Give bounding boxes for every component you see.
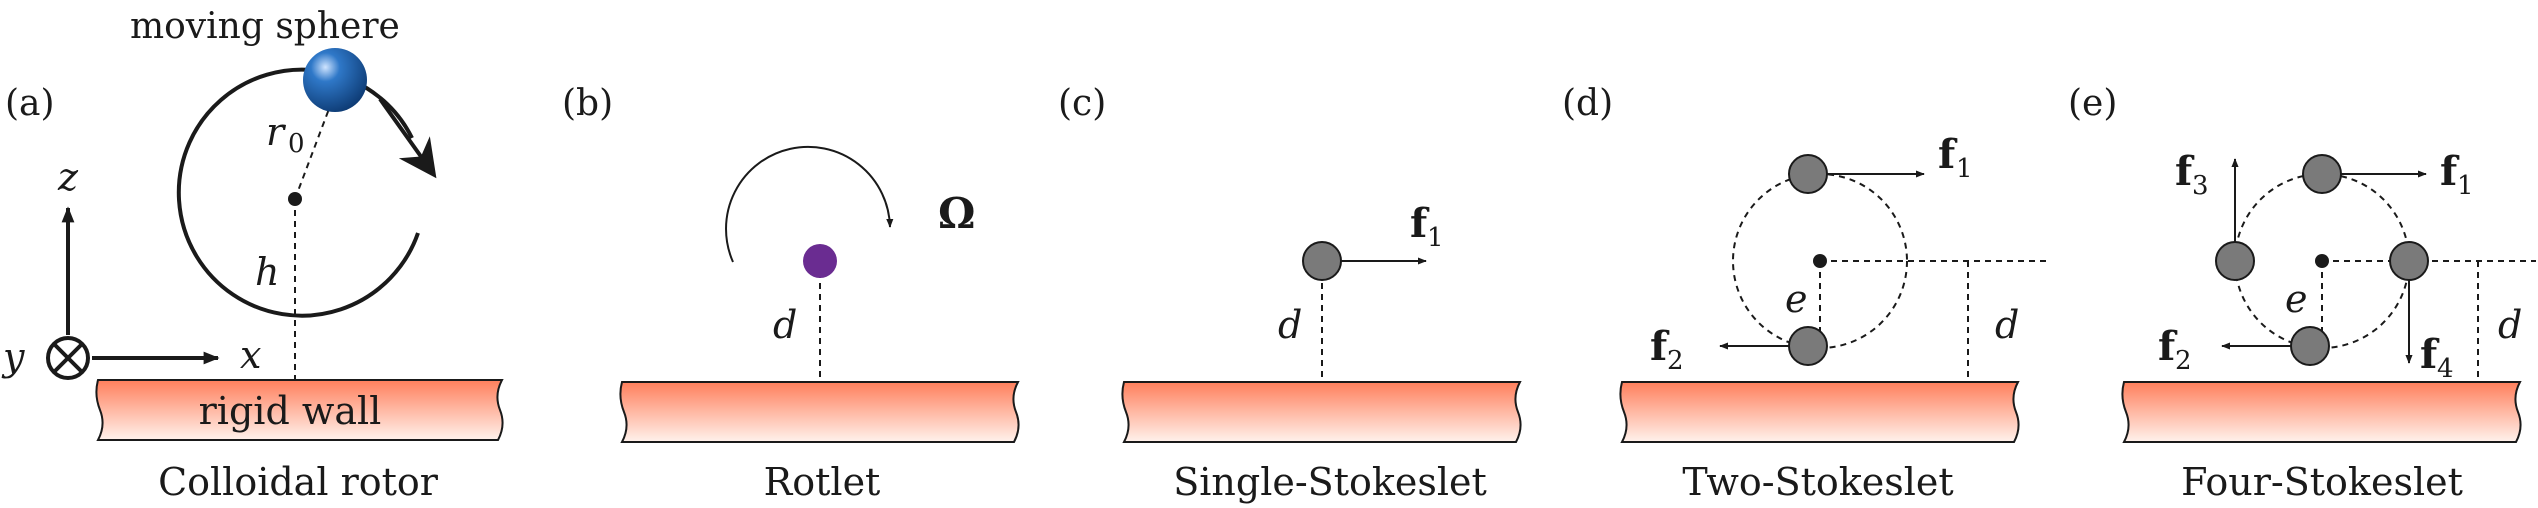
radius-line — [294, 92, 336, 200]
stokeslet-d-label: d — [1278, 303, 1302, 347]
svg-text:f: f — [2158, 323, 2178, 370]
panel-a-caption: Colloidal rotor — [158, 460, 439, 504]
x-label: x — [240, 333, 261, 377]
panel-e-tag: (e) — [2068, 83, 2117, 124]
svg-text:f: f — [2420, 331, 2440, 378]
stokeslet-bottom-d — [1788, 326, 1828, 366]
panel-c-caption: Single-Stokeslet — [1173, 460, 1487, 504]
sphere-label: moving sphere — [130, 6, 400, 47]
offset-e-label-e: e — [2285, 277, 2308, 321]
moving-sphere — [303, 48, 367, 112]
y-label: y — [1, 335, 25, 379]
radius-symbol: r — [266, 110, 287, 154]
force-label-f4-e: f 4 — [2420, 331, 2454, 384]
force-label-f1-e: f 1 — [2440, 148, 2474, 201]
omega-label: Ω — [938, 189, 975, 238]
force-label-f1: f 1 — [1410, 200, 1444, 253]
rigid-wall-d — [1619, 381, 2020, 443]
height-symbol: h — [255, 250, 279, 294]
svg-text:f: f — [2175, 148, 2195, 195]
svg-text:f: f — [1410, 200, 1430, 247]
svg-text:1: 1 — [2457, 171, 2474, 201]
panel-d-tag: (d) — [1562, 83, 1613, 124]
stokeslet-top-d — [1788, 154, 1828, 194]
z-label: z — [57, 155, 79, 199]
svg-text:f: f — [1650, 323, 1670, 370]
force-label-f2-e: f 2 — [2158, 323, 2192, 376]
orbit-circle — [176, 67, 420, 318]
stokeslet-bottom-e — [2290, 326, 2330, 366]
stokeslet-point — [1302, 241, 1342, 281]
rotlet-point — [803, 244, 837, 278]
distance-d-label-e: d — [2498, 303, 2522, 347]
radius-subscript: 0 — [288, 129, 305, 159]
rotation-arrow — [378, 97, 437, 179]
stokeslet-top-e — [2302, 154, 2342, 194]
svg-text:1: 1 — [1427, 223, 1444, 253]
svg-text:4: 4 — [2437, 354, 2454, 384]
orbit-center — [288, 192, 302, 206]
y-axis-into-page-icon — [46, 336, 90, 380]
rigid-wall-b — [619, 381, 1020, 443]
rotlet-d-label: d — [773, 303, 797, 347]
center-point-d — [1813, 254, 1827, 268]
stokeslet-left-e — [2215, 241, 2255, 281]
panel-d-caption: Two-Stokeslet — [1682, 460, 1953, 504]
distance-d-label-d: d — [1995, 303, 2019, 347]
svg-text:f: f — [2440, 148, 2460, 195]
svg-text:1: 1 — [1956, 154, 1973, 184]
force-label-f1-d: f 1 — [1938, 131, 1973, 184]
center-point-e — [2315, 254, 2329, 268]
panel-e-caption: Four-Stokeslet — [2181, 460, 2463, 504]
panel-c-tag: (c) — [1058, 83, 1106, 124]
panel-b: (b) Ω d Rotlet — [562, 83, 1020, 504]
svg-text:2: 2 — [2175, 346, 2192, 376]
panel-e: (e) f 1 f 2 f 3 f 4 e d F — [2068, 83, 2536, 504]
rotation-arc — [725, 145, 894, 263]
panel-b-tag: (b) — [562, 83, 613, 124]
force-label-f2-d: f 2 — [1650, 323, 1684, 376]
force-label-f3-e: f 3 — [2175, 148, 2209, 201]
rigid-wall-e — [2121, 381, 2522, 443]
offset-e-label-d: e — [1785, 277, 1808, 321]
panel-d: (d) f 1 f 2 e d Two-Stokeslet — [1562, 83, 2046, 504]
panel-c: (c) f 1 d Single-Stokeslet — [1058, 83, 1522, 504]
svg-text:3: 3 — [2192, 171, 2209, 201]
svg-text:f: f — [1938, 131, 1958, 178]
stokeslet-right-e — [2389, 241, 2429, 281]
svg-text:2: 2 — [1667, 346, 1684, 376]
rigid-wall-a — [95, 379, 504, 441]
rigid-wall-c — [1121, 381, 1522, 443]
panel-a-tag: (a) — [5, 83, 55, 124]
panel-a: (a) moving sphere rigid wall r 0 h z x y… — [1, 6, 504, 504]
wall-label: rigid wall — [199, 389, 382, 433]
panel-b-caption: Rotlet — [764, 460, 881, 504]
